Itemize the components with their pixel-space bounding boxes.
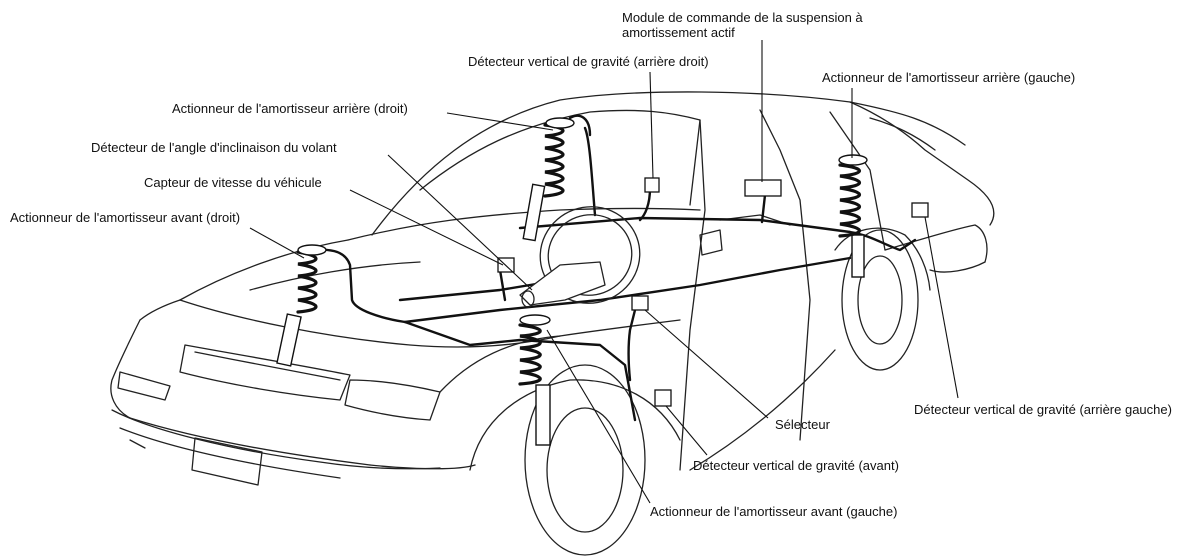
rear-right-shock-absorber xyxy=(522,117,575,242)
label-front-gravity-sensor: Détecteur vertical de gravité (avant) xyxy=(693,458,899,473)
label-control-module-line1: Module de commande de la suspension à xyxy=(622,10,863,25)
control-module-box xyxy=(744,179,782,197)
label-vehicle-speed-sensor: Capteur de vitesse du véhicule xyxy=(144,175,322,190)
sensor-boxes xyxy=(497,177,929,407)
steering-wheel xyxy=(519,206,641,308)
label-control-module-line2: amortissement actif xyxy=(622,25,735,40)
label-rear-right-gravity-sensor: Détecteur vertical de gravité (arrière d… xyxy=(468,54,709,69)
label-rear-right-actuator: Actionneur de l'amortisseur arrière (dro… xyxy=(172,101,408,116)
front-left-shock-absorber xyxy=(518,314,551,446)
label-rear-left-gravity-sensor: Détecteur vertical de gravité (arrière g… xyxy=(914,402,1172,417)
label-selector: Sélecteur xyxy=(775,417,831,432)
rear-left-gravity-sensor-box xyxy=(911,202,929,218)
wiring-harness xyxy=(298,114,917,422)
labels: Module de commande de la suspension à am… xyxy=(10,10,1172,519)
label-steering-angle-sensor: Détecteur de l'angle d'inclinaison du vo… xyxy=(91,140,337,155)
front-right-shock-absorber xyxy=(276,244,327,367)
front-gravity-sensor-box xyxy=(654,389,672,407)
selector-box xyxy=(631,295,649,311)
label-rear-left-actuator: Actionneur de l'amortisseur arrière (gau… xyxy=(822,70,1075,85)
label-front-left-actuator: Actionneur de l'amortisseur avant (gauch… xyxy=(650,504,897,519)
rear-left-shock-absorber xyxy=(838,154,868,278)
label-front-right-actuator: Actionneur de l'amortisseur avant (droit… xyxy=(10,210,240,225)
rear-right-gravity-sensor-box xyxy=(644,177,660,193)
leader-lines xyxy=(249,40,959,504)
